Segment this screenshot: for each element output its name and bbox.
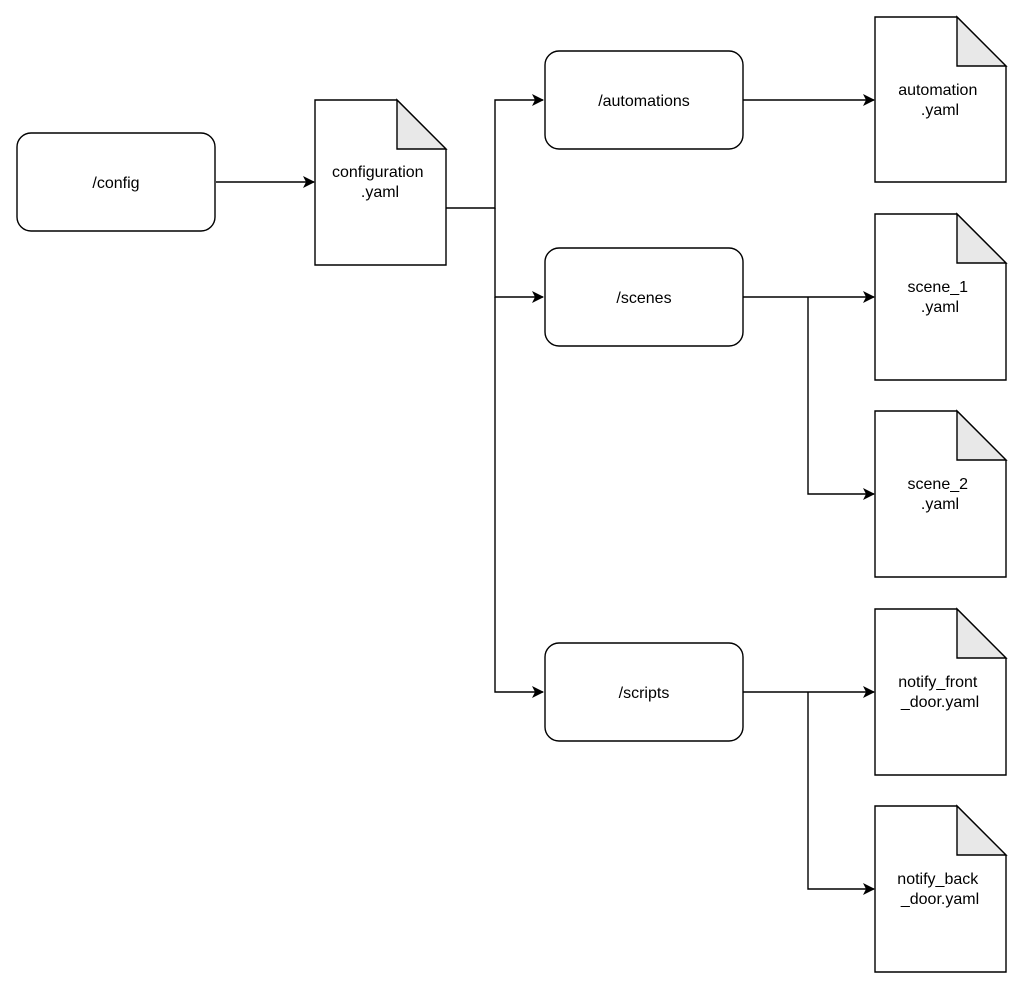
file-configuration-label: configuration .yaml	[332, 164, 428, 201]
edge-configuration-to-scripts	[494, 297, 544, 698]
edge-scenes-to-scene-2-yaml	[807, 297, 875, 500]
file-scene-2-label: scene_2 .yaml	[908, 476, 973, 513]
edge-scripts-to-notify-back-yaml	[807, 692, 875, 895]
edge-configuration-to-scenes	[494, 208, 544, 303]
folder-config[interactable]: /config	[16, 132, 216, 232]
file-scene-1-label: scene_1 .yaml	[908, 279, 973, 316]
folder-config-label: /config	[92, 175, 139, 192]
file-notify-back-door-yaml[interactable]: notify_back _door.yaml	[874, 804, 1008, 973]
edge-configuration-to-automations	[446, 94, 544, 209]
file-fold-icon	[956, 15, 1008, 67]
file-notify-back-label: notify_back _door.yaml	[897, 871, 982, 908]
file-fold-icon	[956, 607, 1008, 659]
file-fold-icon	[956, 804, 1008, 856]
file-notify-front-label: notify_front _door.yaml	[898, 674, 982, 711]
file-fold-icon	[956, 409, 1008, 461]
folder-scripts-label: /scripts	[619, 685, 670, 702]
edges	[216, 94, 875, 895]
folder-scenes[interactable]: /scenes	[544, 247, 744, 347]
file-scene-1-yaml[interactable]: scene_1 .yaml	[874, 212, 1008, 381]
folder-automations[interactable]: /automations	[544, 50, 744, 150]
folder-scripts[interactable]: /scripts	[544, 642, 744, 742]
file-notify-front-door-yaml[interactable]: notify_front _door.yaml	[874, 607, 1008, 776]
file-automation-label: automation .yaml	[898, 82, 982, 119]
file-scene-2-yaml[interactable]: scene_2 .yaml	[874, 409, 1008, 578]
file-fold-icon	[396, 98, 448, 150]
file-configuration-yaml[interactable]: configuration .yaml	[314, 98, 448, 266]
folder-automations-label: /automations	[598, 93, 690, 110]
file-fold-icon	[956, 212, 1008, 264]
folder-scenes-label: /scenes	[616, 290, 671, 307]
file-automation-yaml[interactable]: automation .yaml	[874, 15, 1008, 183]
